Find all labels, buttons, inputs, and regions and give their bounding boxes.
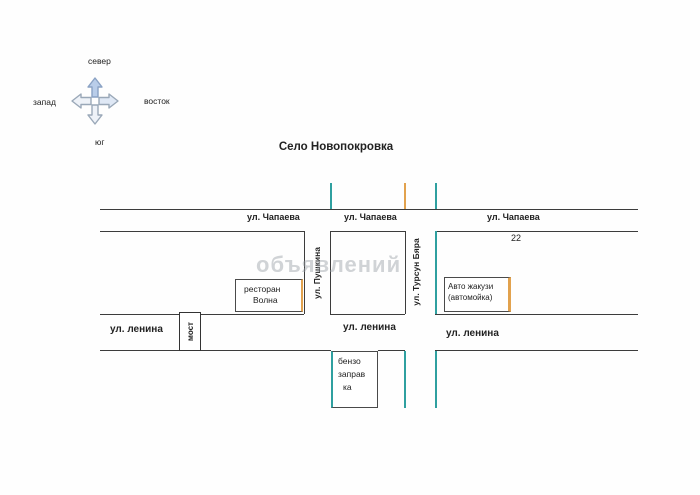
carwash-name-line2: (автомойка) xyxy=(448,292,493,302)
gas-station-line1: бензо xyxy=(338,356,361,366)
road-pushkina-left-line xyxy=(304,231,305,314)
road-lenina-top-line-2 xyxy=(200,314,304,315)
road-lenina-top-line-3 xyxy=(330,314,405,315)
compass-rose-icon xyxy=(71,77,119,125)
street-label-chapaeva-2: ул. Чапаева xyxy=(344,212,397,222)
gas-station-line2: заправ xyxy=(338,369,366,380)
road-tursun-right-line xyxy=(435,231,437,314)
road-lenina-top-line-1 xyxy=(100,314,180,315)
carwash-name-line1: Авто жакузи xyxy=(448,282,494,291)
bridge-label: мост xyxy=(185,322,195,341)
road-lenina-top-line-4 xyxy=(435,314,638,315)
compass-south-label: юг xyxy=(95,137,105,147)
road-stub-north-tursun-left xyxy=(404,183,406,209)
street-label-tursun-byara: ул. Турсун Бяра xyxy=(411,238,421,306)
road-stub-north-pushkina xyxy=(330,183,332,209)
road-tursun-left-line xyxy=(405,231,406,314)
road-pushkina-right-line xyxy=(330,231,331,314)
house-number-22: 22 xyxy=(511,233,522,243)
road-chapaeva-top-line xyxy=(100,209,638,210)
road-lenina-bottom-line-3 xyxy=(378,350,405,351)
road-lenina-bottom-line-4 xyxy=(435,350,638,351)
gas-station-box: бензо заправ ка xyxy=(331,351,378,408)
street-label-lenina-2: ул. ленина xyxy=(343,322,396,333)
road-stub-south-tursun-right xyxy=(435,351,437,408)
road-stub-north-tursun-right xyxy=(435,183,437,209)
compass-east-label: восток xyxy=(144,96,170,106)
street-label-pushkina: ул. Пушкина xyxy=(312,247,322,300)
road-lenina-bottom-line-2 xyxy=(200,350,331,351)
road-stub-south-tursun-left xyxy=(404,351,406,408)
street-label-lenina-3: ул. ленина xyxy=(446,328,499,339)
street-label-chapaeva-1: ул. Чапаева xyxy=(247,212,300,222)
street-label-chapaeva-3: ул. Чапаева xyxy=(487,212,540,222)
map-title: Село Новопокровка xyxy=(278,141,394,153)
restaurant-name-line1: ресторан xyxy=(244,284,281,294)
road-lenina-bottom-line-1 xyxy=(100,350,180,351)
restaurant-volna-box: ресторан Волна xyxy=(235,279,303,312)
bridge-box: мост xyxy=(179,312,201,351)
compass-west-label: запад xyxy=(33,97,56,107)
road-chapaeva-bottom-line-1 xyxy=(100,231,304,232)
road-chapaeva-bottom-line-2 xyxy=(330,231,405,232)
street-label-lenina-1: ул. ленина xyxy=(110,324,163,335)
restaurant-name-line2: Волна xyxy=(253,295,278,306)
watermark-text: объявлений xyxy=(256,252,402,277)
compass-north-label: север xyxy=(88,56,111,66)
gas-station-line3: ка xyxy=(343,382,352,393)
road-chapaeva-bottom-line-3 xyxy=(435,231,638,232)
carwash-box: Авто жакузи (автомойка) xyxy=(444,277,511,312)
